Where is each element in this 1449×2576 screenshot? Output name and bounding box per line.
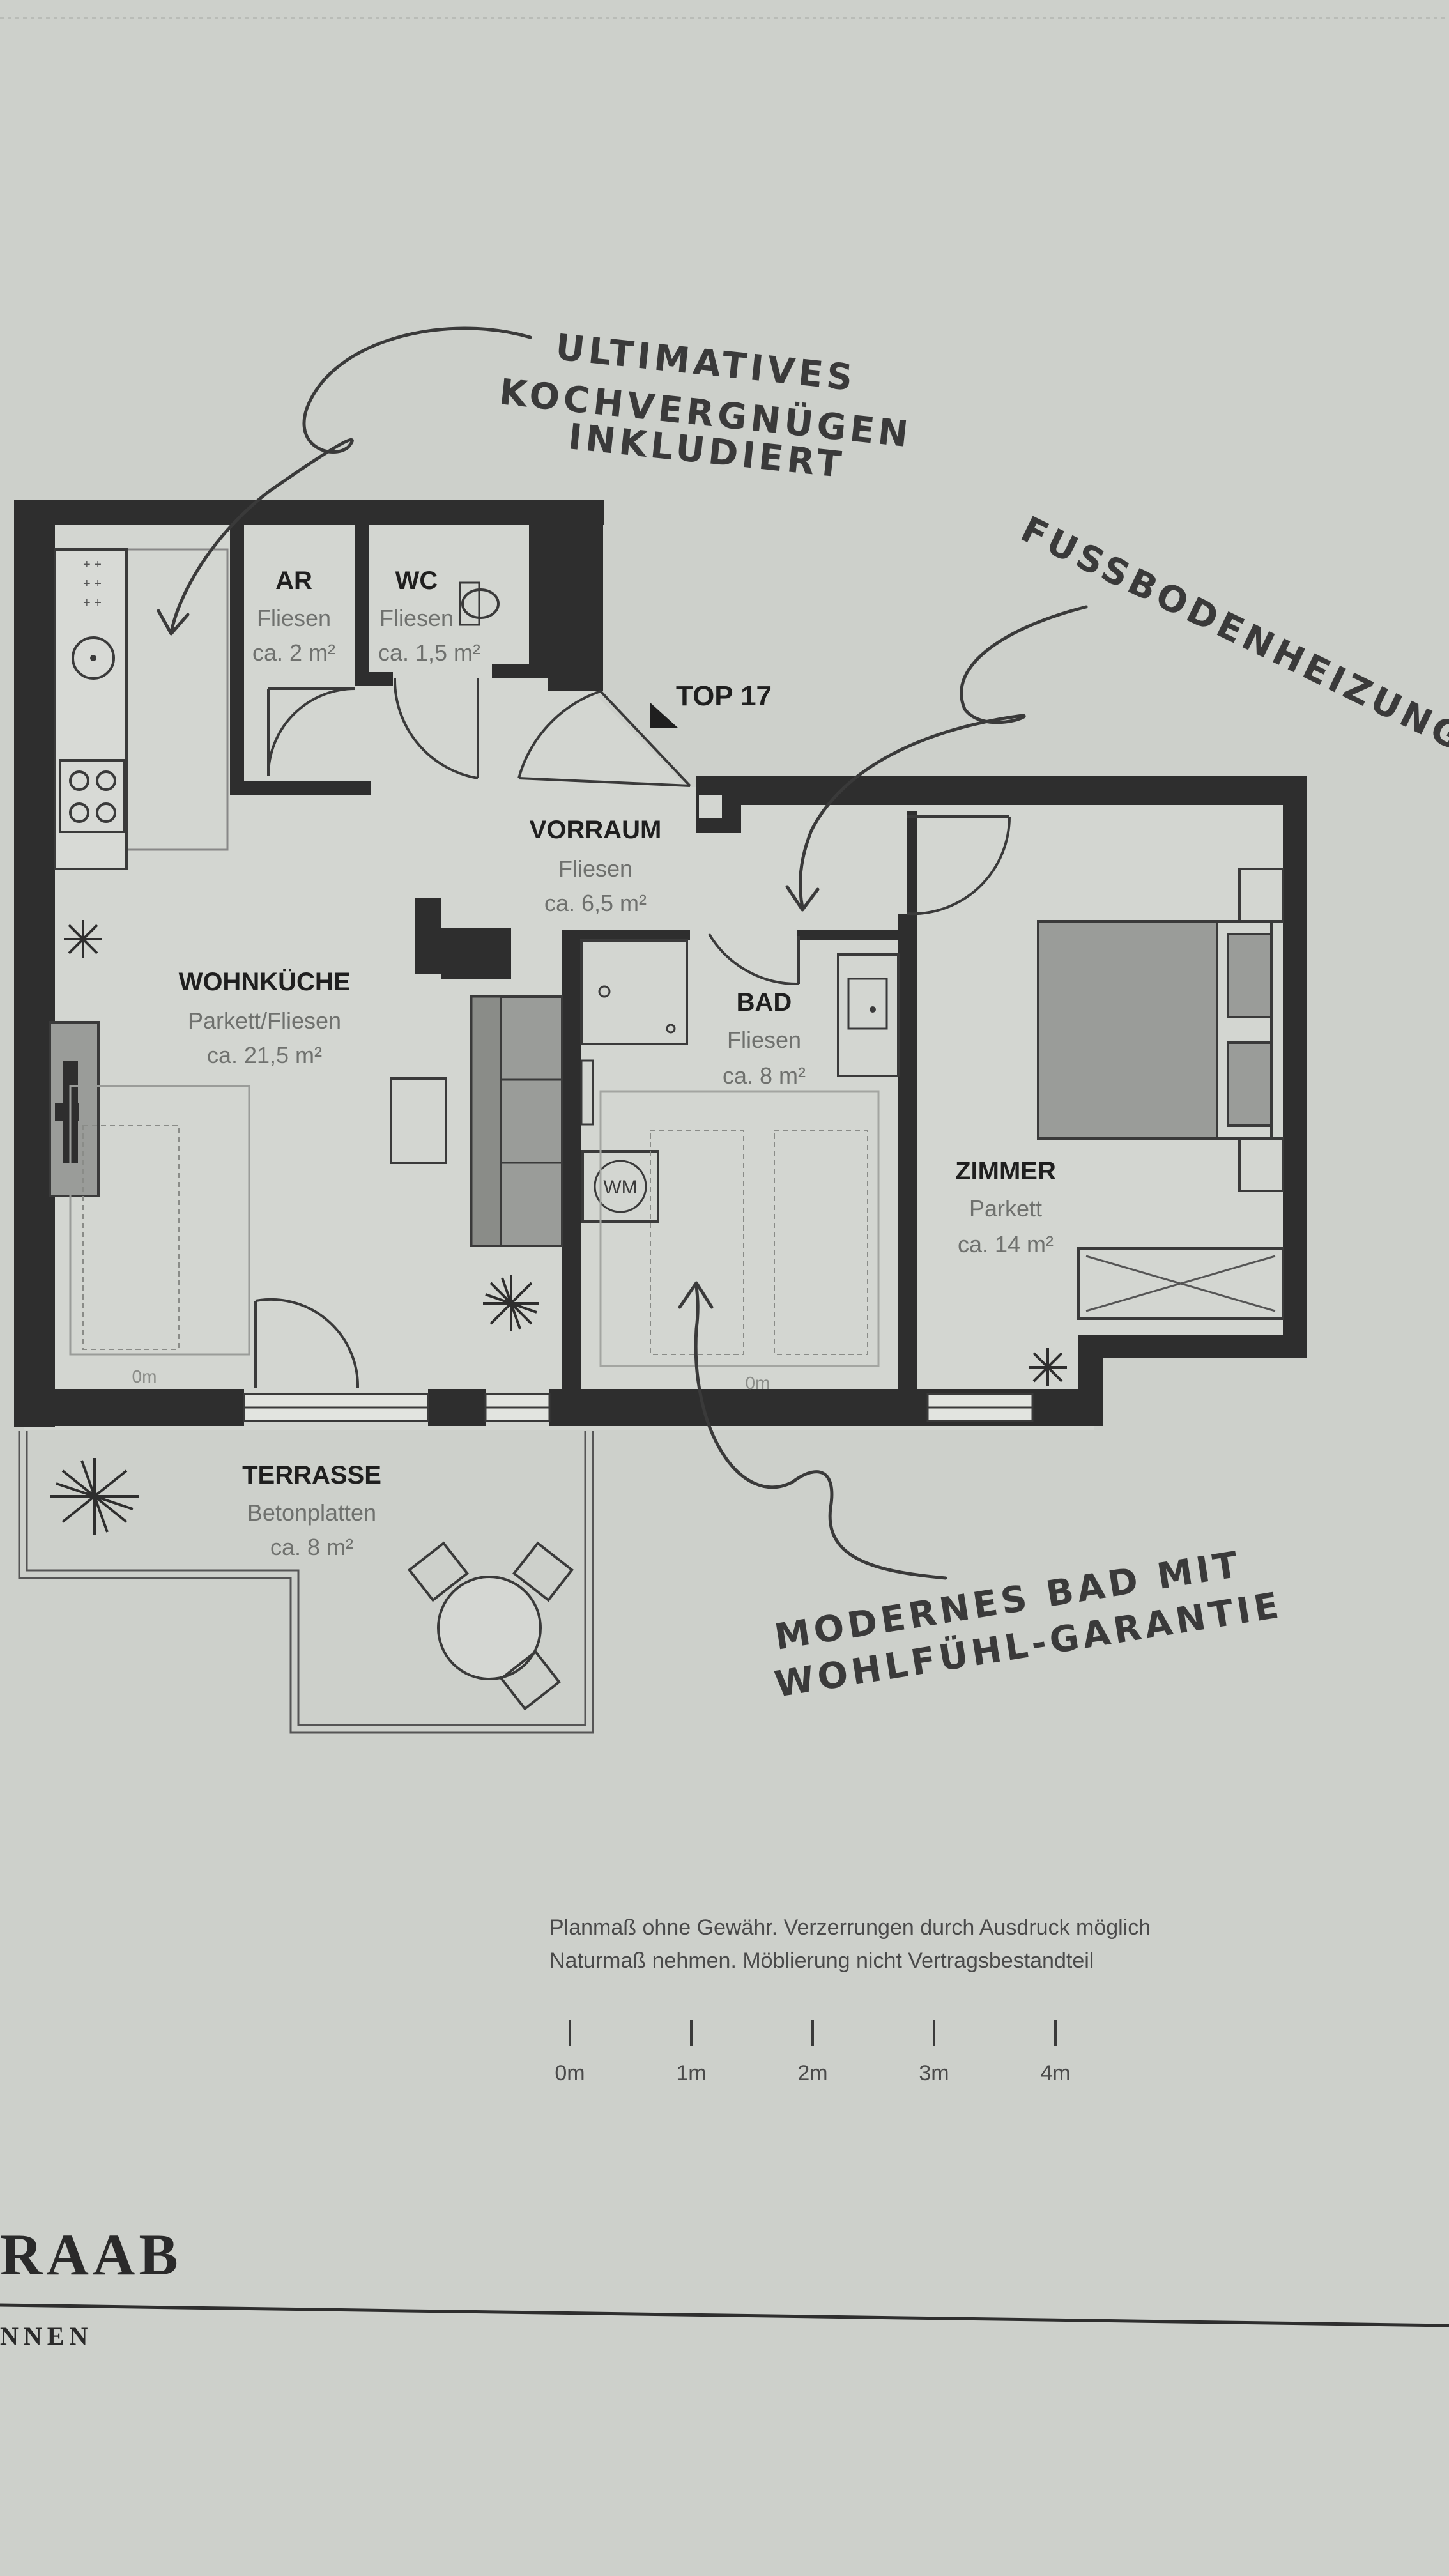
plant-icon: [64, 920, 102, 958]
svg-text:+ +: + +: [83, 577, 102, 591]
wardrobe: [1077, 1247, 1284, 1320]
room-name: AR: [275, 567, 312, 595]
room-name: VORRAUM: [530, 816, 662, 844]
room-floor: Fliesen: [727, 1027, 801, 1053]
room-label-terrasse: TERRASSE Betonplatten ca. 8 m²: [242, 1461, 381, 1560]
pillow: [1227, 1041, 1273, 1127]
brand-subtitle: NNEN: [0, 2322, 93, 2350]
sink-icon: [72, 636, 115, 680]
annotation-arrow: [169, 326, 532, 634]
room-area: ca. 8 m²: [723, 1062, 806, 1089]
room-label-zimmer: ZIMMER Parkett ca. 14 m²: [955, 1157, 1056, 1257]
washbasin: [837, 953, 900, 1077]
scale-label: 3m: [919, 2061, 949, 2085]
room-floor: Fliesen: [379, 605, 454, 631]
room-floor: Parkett/Fliesen: [188, 1008, 341, 1034]
exterior-walls: [14, 500, 1307, 1427]
washing-machine-label: WM: [603, 1177, 637, 1198]
arrow-head-icon: [157, 609, 190, 636]
bathroom-fixtures: WM: [580, 939, 900, 1367]
svg-text:+ +: + +: [83, 596, 102, 610]
room-label-bad: BAD Fliesen ca. 8 m²: [723, 988, 806, 1089]
room-area: ca. 1,5 m²: [378, 640, 480, 666]
height-mark: 0m: [132, 1367, 157, 1386]
svg-text:+ +: + +: [83, 558, 102, 572]
pillow: [1227, 933, 1273, 1018]
room-name: BAD: [737, 988, 792, 1016]
nightstand: [1238, 1137, 1284, 1192]
windows: [243, 1393, 1034, 1422]
toilet-icon: [461, 588, 500, 619]
plant-icon: [1029, 1348, 1067, 1386]
room-label-wohnkueche: WOHNKÜCHE Parkett/Fliesen ca. 21,5 m²: [179, 967, 351, 1068]
brand-name: RAAB: [0, 2222, 182, 2287]
entrance-marker: [650, 703, 678, 728]
bedroom-furniture: [1037, 868, 1284, 1320]
bed: [1037, 920, 1218, 1140]
room-name: ZIMMER: [955, 1157, 1056, 1185]
room-area: ca. 21,5 m²: [207, 1042, 322, 1068]
plant-icon: [50, 1458, 139, 1535]
plant-icons: [50, 920, 1067, 1535]
room-name: TERRASSE: [242, 1461, 381, 1489]
coffee-table: [390, 1077, 447, 1164]
disclaimer: Planmaß ohne Gewähr. Verzerrungen durch …: [549, 1915, 1151, 1973]
footer-rule: [0, 2303, 1449, 2327]
room-area: ca. 14 m²: [958, 1231, 1054, 1257]
plant-icon: [483, 1275, 539, 1331]
living-rug: [69, 1085, 250, 1356]
scale-label: 1m: [676, 2061, 706, 2085]
arrow-head-icon: [678, 1281, 714, 1309]
room-label-ar: AR Fliesen ca. 2 m²: [252, 567, 335, 666]
terrace: [18, 1431, 594, 1734]
terrace-table: [407, 1541, 574, 1711]
room-area: ca. 6,5 m²: [544, 890, 647, 916]
interior-walls: [230, 525, 917, 1402]
room-area: ca. 8 m²: [270, 1534, 353, 1560]
room-name: WC: [395, 567, 438, 595]
scale-label: 4m: [1040, 2061, 1070, 2085]
doors: [254, 678, 1011, 1388]
nightstand: [1238, 868, 1284, 923]
scale-bar: 0m 1m 2m 3m 4m: [555, 2020, 1071, 2085]
apartment-floor: [24, 511, 1297, 1430]
disclaimer-line: Naturmaß nehmen. Möblierung nicht Vertra…: [549, 1949, 1094, 1973]
room-floor: Fliesen: [558, 855, 632, 882]
room-floor: Fliesen: [257, 605, 331, 631]
room-name: WOHNKÜCHE: [179, 967, 351, 996]
cooktop-icon: [59, 759, 125, 833]
annotation-kitchen: ULTIMATIVES KOCHVERGNÜGEN INKLUDIERT: [157, 326, 914, 636]
room-label-vorraum: VORRAUM Fliesen ca. 6,5 m²: [530, 816, 662, 916]
wc-fixtures: [459, 581, 500, 626]
washing-machine: [581, 1150, 659, 1223]
shower-tray: [580, 939, 688, 1045]
annotation-arrow: [799, 605, 1088, 909]
unit-label: TOP 17: [676, 680, 772, 712]
bath-mat: [599, 1090, 880, 1367]
living-furniture: [49, 995, 564, 1356]
scale-label: 0m: [555, 2061, 585, 2085]
disclaimer-line: Planmaß ohne Gewähr. Verzerrungen durch …: [549, 1915, 1151, 1940]
brand-footer: RAAB NNEN: [0, 2222, 1449, 2350]
arrow-head-icon: [785, 885, 820, 912]
kitchen-counter: + + + + + +: [54, 548, 229, 870]
height-mark: 0m: [746, 1373, 770, 1393]
room-floor: Betonplatten: [247, 1499, 376, 1526]
room-label-wc: WC Fliesen ca. 1,5 m²: [378, 567, 480, 666]
room-area: ca. 2 m²: [252, 640, 335, 666]
room-floor: Parkett: [969, 1195, 1042, 1222]
annotation-arrow: [694, 1282, 947, 1580]
scale-label: 2m: [797, 2061, 827, 2085]
